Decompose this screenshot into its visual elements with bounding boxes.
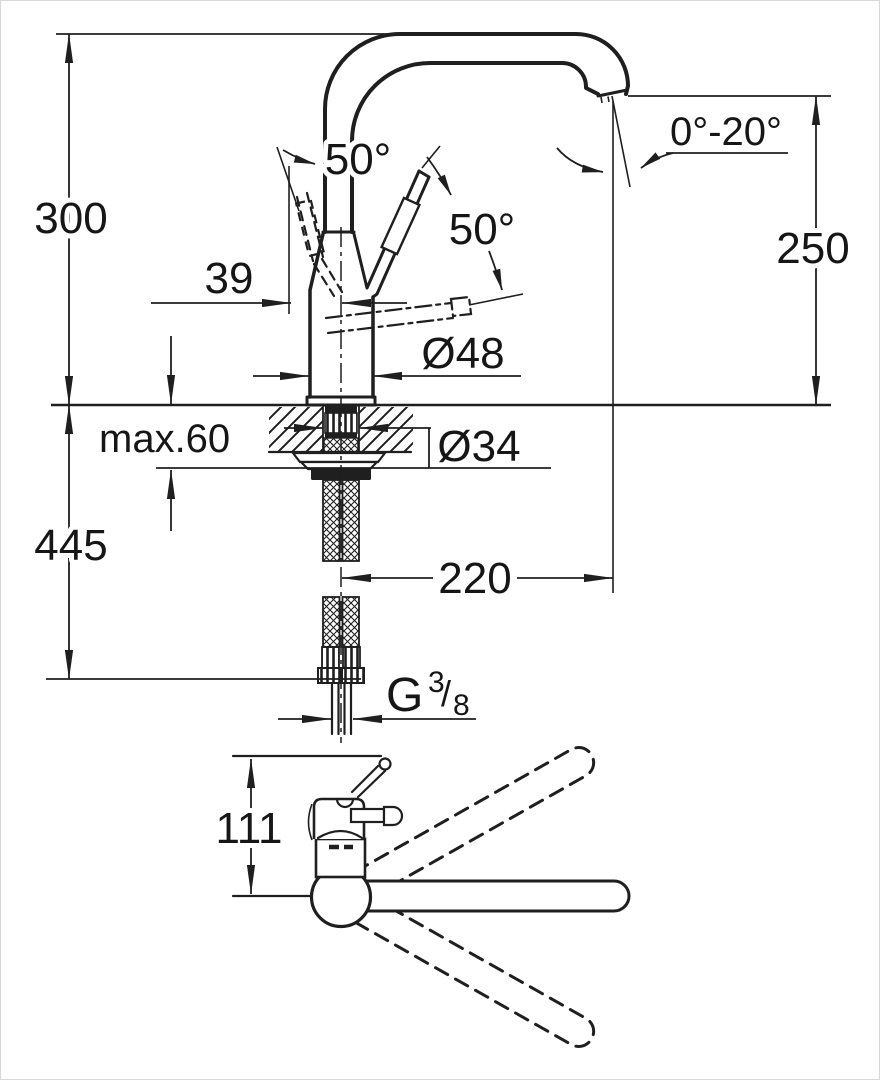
dim-220: 220 xyxy=(341,101,614,603)
lever-grip xyxy=(379,196,422,256)
dim-220-label: 220 xyxy=(438,554,511,603)
annotation-handle-angle-right: 50° xyxy=(426,156,516,291)
outlet-tilt-line xyxy=(611,95,631,188)
spout-swivel-up-dashed xyxy=(353,746,596,899)
body-top-view xyxy=(314,837,367,879)
dim-diameter-34: Ø34 xyxy=(284,422,521,471)
dim-max60-label: max.60 xyxy=(99,417,230,461)
lever-end-cap xyxy=(417,169,431,179)
dim-48-label: Ø48 xyxy=(421,329,504,378)
mounting-washer xyxy=(290,451,388,464)
lever-axis-extension xyxy=(421,145,441,169)
riser-inner-line xyxy=(350,61,432,234)
outlet-face xyxy=(596,88,629,98)
lever-tip-top-view xyxy=(378,757,392,771)
thread-denominator: 8 xyxy=(453,689,470,722)
spout-swivel-down-dashed xyxy=(354,894,596,1048)
thread-numerator: 3 xyxy=(428,666,445,699)
spout-top-view-solid xyxy=(359,879,631,913)
dim-diameter-48: Ø48 xyxy=(253,329,521,381)
hose-upper-right xyxy=(341,479,360,562)
lever-shaft-top-view xyxy=(350,764,387,799)
angle-ray-left xyxy=(276,146,300,212)
front-view-faucet-outline xyxy=(56,32,630,407)
counter-hatch-right xyxy=(359,407,413,452)
hose-nut-left xyxy=(317,667,341,684)
hose-end-tubes xyxy=(330,681,353,736)
dim-39: 39 xyxy=(151,254,407,308)
outlet-swivel-label: 0°-20° xyxy=(670,110,782,154)
riser-outer-line xyxy=(323,32,402,234)
hose-lower-left xyxy=(322,596,341,648)
outlet-aerator-ticks xyxy=(600,96,610,104)
hose-nut-right xyxy=(341,667,365,684)
body-left-edge xyxy=(308,232,325,399)
spout-inner-line xyxy=(428,61,600,96)
dim-111-label: 111 xyxy=(216,804,283,853)
dim-300: 300 xyxy=(29,33,113,406)
lever-position-left-dashed xyxy=(294,191,344,298)
top-view xyxy=(307,746,631,1048)
annotation-handle-angle-left: 50° xyxy=(282,130,396,189)
handle-angle-left-label: 50° xyxy=(325,135,392,184)
dim-250-label: 250 xyxy=(776,224,849,273)
dim-300-label: 300 xyxy=(34,194,107,243)
thread-slash: / xyxy=(441,673,451,714)
dim-34-label: Ø34 xyxy=(437,422,520,471)
dim-445: 445 xyxy=(29,404,361,680)
lever-position-down-dashdot xyxy=(324,293,524,335)
dim-445-label: 445 xyxy=(34,521,107,570)
hose-lower-right xyxy=(341,596,360,648)
thread-letter: G xyxy=(386,669,423,722)
spout-outer-line xyxy=(398,32,630,96)
dim-39-label: 39 xyxy=(205,254,254,303)
dim-max60: max.60 xyxy=(99,336,551,531)
annotation-outlet-swivel: 0°-20° xyxy=(556,95,788,188)
dim-111: 111 xyxy=(211,754,383,898)
dim-thread-g38: G 3 / 8 xyxy=(278,666,476,724)
dim-250: 250 xyxy=(628,95,855,406)
hose-upper-left xyxy=(322,479,341,562)
lever-pin-top-view xyxy=(349,807,386,824)
mounting-hardware xyxy=(290,405,388,736)
counter-hatch-left xyxy=(269,407,323,452)
handle-angle-right-label: 50° xyxy=(449,205,516,254)
